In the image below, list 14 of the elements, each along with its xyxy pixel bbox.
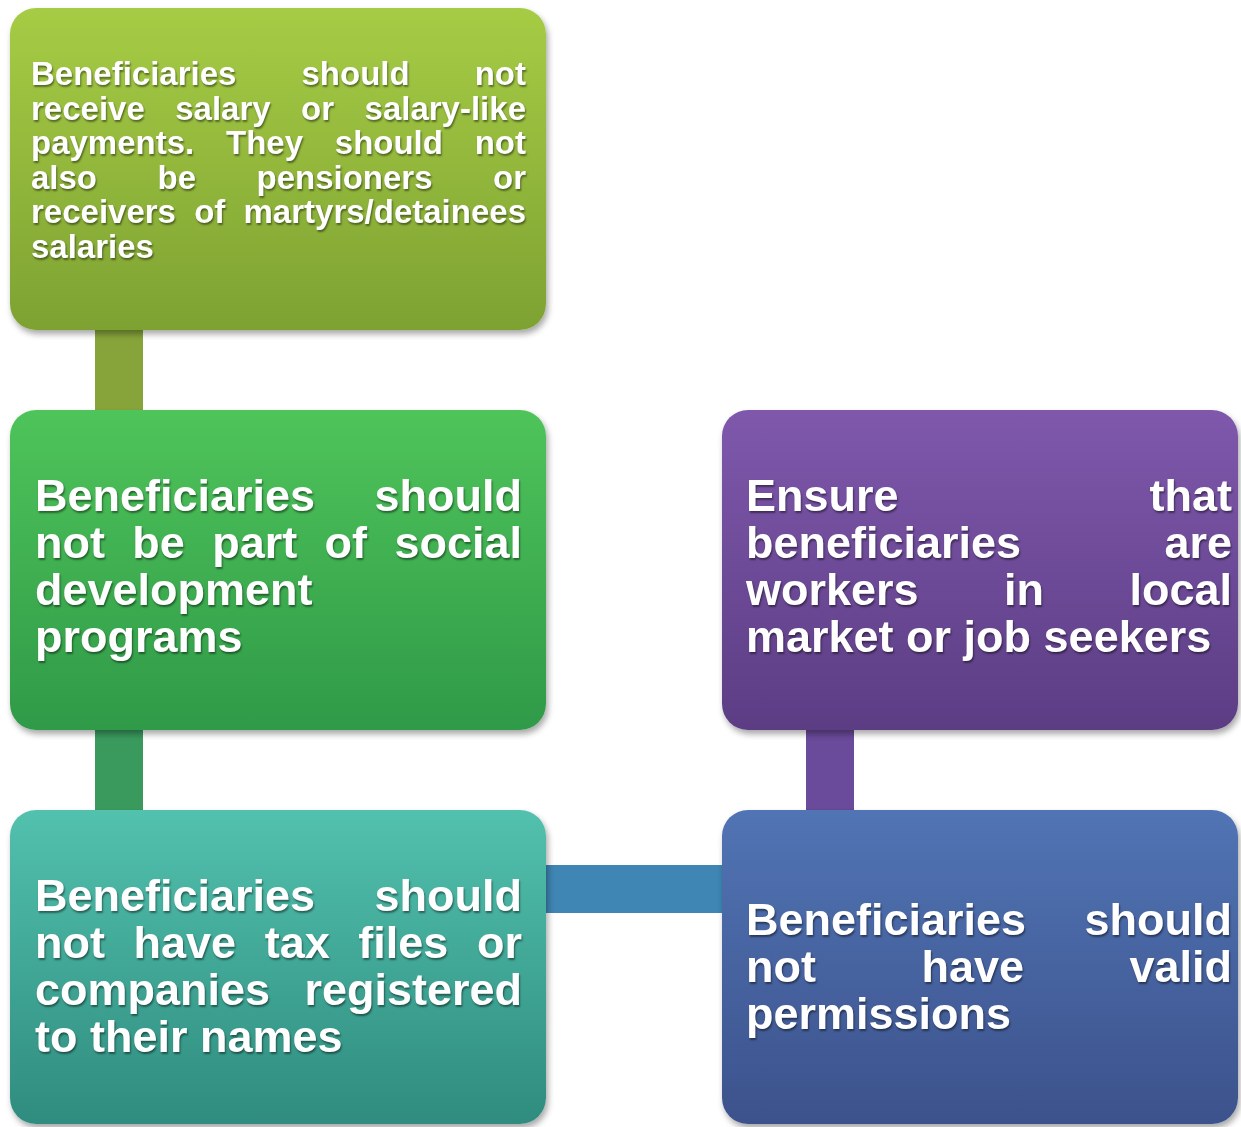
connector-bar (95, 330, 143, 410)
box-text: Beneficiaries should not have tax files or companies registered to their names (35, 872, 522, 1060)
connector-bar (95, 730, 143, 810)
connector-bar (546, 865, 722, 913)
rounded-box (10, 810, 546, 1124)
rounded-box (722, 410, 1238, 730)
box-text: Beneficiaries should not be part of social development programs (35, 472, 522, 660)
connector-bar (806, 730, 854, 810)
box-text: Beneficiaries should not receive salary or salary-like payments. They should not also be pensioners or receivers of martyrs/detainees salaries (31, 57, 526, 264)
box-text: Ensure that beneficiaries are workers in local market or job seekers (746, 472, 1232, 660)
rounded-box (10, 410, 546, 730)
box-text: Beneficiaries should not have valid permissions (746, 896, 1232, 1037)
rounded-box (10, 8, 546, 330)
rounded-box (722, 810, 1238, 1124)
